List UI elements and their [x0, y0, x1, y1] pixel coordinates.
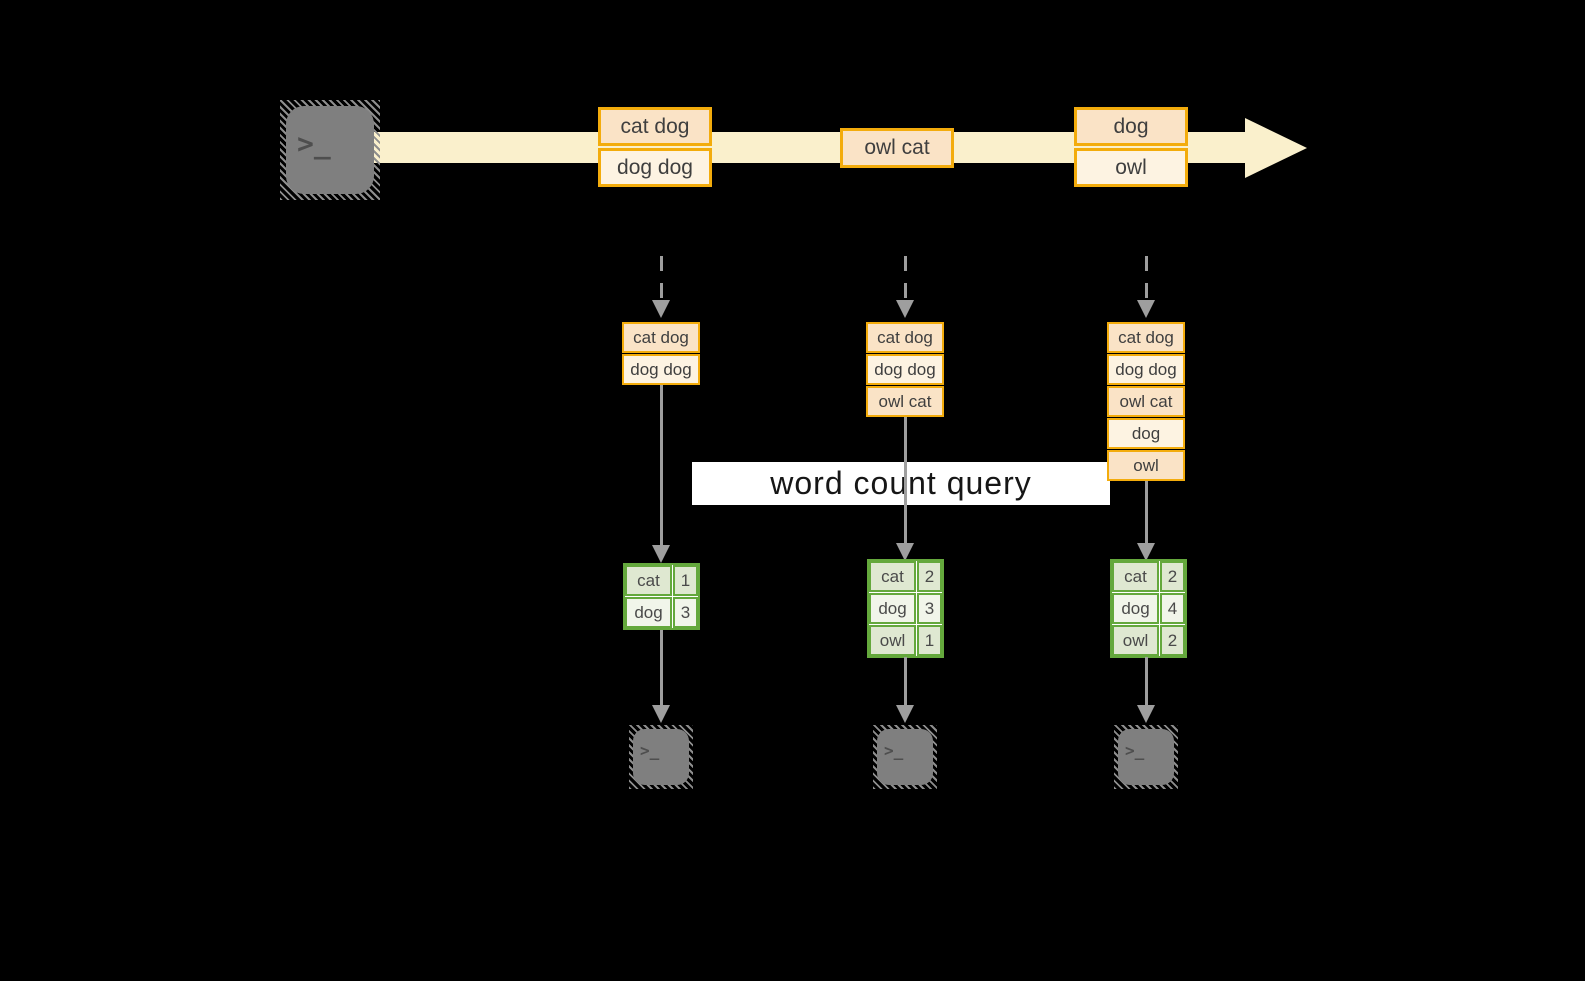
sink-terminal-icon: >_ [629, 725, 693, 789]
table-count-cell: 2 [917, 561, 942, 592]
table-count-cell: 2 [1160, 561, 1185, 592]
record-cell: owl [1107, 450, 1185, 481]
stream-batch-3: dog owl [1074, 107, 1188, 187]
arrow-head-icon [896, 543, 914, 561]
table-count-cell: 1 [917, 625, 942, 656]
table-word-cell: dog [869, 593, 916, 624]
table-count-cell: 3 [917, 593, 942, 624]
table-word-cell: dog [625, 597, 672, 628]
table-word-cell: owl [1112, 625, 1159, 656]
record-cell: dog dog [866, 354, 944, 385]
arrow-line [660, 385, 663, 545]
count-table-3: cat 2 dog 4 owl 2 [1110, 559, 1187, 658]
table-word-cell: dog [1112, 593, 1159, 624]
terminal-body [1118, 729, 1174, 785]
stream-batch-1: cat dog dog dog [598, 107, 712, 187]
terminal-prompt-icon: >_ [884, 741, 904, 760]
count-table-1: cat 1 dog 3 [623, 563, 700, 630]
terminal-body [286, 106, 374, 194]
record-cell: cat dog [598, 107, 712, 146]
dashed-arrow-head-icon [896, 300, 914, 318]
record-cell: cat dog [866, 322, 944, 353]
input-stack-2: cat dog dog dog owl cat [866, 322, 944, 417]
table-count-cell: 4 [1160, 593, 1185, 624]
arrow-line [1145, 481, 1148, 543]
record-cell: dog [1074, 107, 1188, 146]
dashed-arrow-line [660, 256, 663, 300]
table-word-cell: cat [625, 565, 672, 596]
arrow-head-icon [896, 705, 914, 723]
record-cell: cat dog [1107, 322, 1185, 353]
input-stack-3: cat dog dog dog owl cat dog owl [1107, 322, 1185, 481]
record-cell: dog dog [622, 354, 700, 385]
terminal-prompt-icon: >_ [297, 127, 331, 160]
record-cell: owl cat [840, 128, 954, 168]
table-word-cell: owl [869, 625, 916, 656]
terminal-body [877, 729, 933, 785]
record-cell: dog [1107, 418, 1185, 449]
count-table-2: cat 2 dog 3 owl 1 [867, 559, 944, 658]
query-label: word count query [770, 465, 1032, 501]
record-cell: dog dog [598, 148, 712, 187]
arrow-line [1145, 657, 1148, 705]
record-cell: owl cat [1107, 386, 1185, 417]
query-label-banner: word count query [692, 462, 1110, 505]
record-cell: dog dog [1107, 354, 1185, 385]
record-cell: cat dog [622, 322, 700, 353]
dashed-arrow-head-icon [652, 300, 670, 318]
arrow-head-icon [1137, 705, 1155, 723]
sink-terminal-icon: >_ [1114, 725, 1178, 789]
dashed-arrow-line [904, 256, 907, 300]
arrow-line [660, 630, 663, 705]
table-word-cell: cat [1112, 561, 1159, 592]
terminal-prompt-icon: >_ [1125, 741, 1145, 760]
table-count-cell: 3 [673, 597, 698, 628]
arrow-head-icon [1137, 543, 1155, 561]
input-stack-1: cat dog dog dog [622, 322, 700, 385]
arrow-head-icon [652, 545, 670, 563]
source-terminal-icon: >_ [280, 100, 380, 200]
dashed-arrow-line [1145, 256, 1148, 300]
arrow-line [904, 657, 907, 705]
sink-terminal-icon: >_ [873, 725, 937, 789]
dashed-arrow-head-icon [1137, 300, 1155, 318]
stream-arrowhead-icon [1245, 118, 1307, 178]
record-cell: owl cat [866, 386, 944, 417]
arrow-line [904, 417, 907, 543]
stream-batch-2: owl cat [840, 128, 954, 168]
table-count-cell: 2 [1160, 625, 1185, 656]
record-cell: owl [1074, 148, 1188, 187]
terminal-prompt-icon: >_ [640, 741, 660, 760]
table-word-cell: cat [869, 561, 916, 592]
table-count-cell: 1 [673, 565, 698, 596]
arrow-head-icon [652, 705, 670, 723]
terminal-body [633, 729, 689, 785]
